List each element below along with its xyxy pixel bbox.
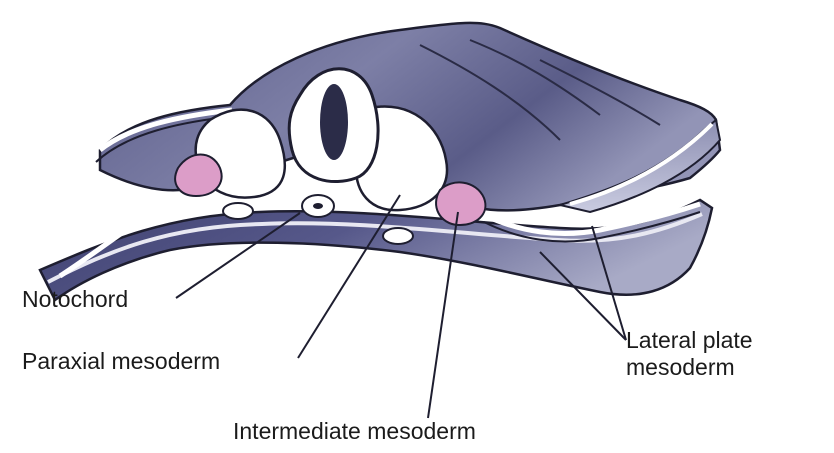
intermediate-mesoderm-right (436, 182, 485, 225)
endoderm-sheet (40, 200, 712, 300)
label-paraxial-mesoderm: Paraxial mesoderm (22, 348, 220, 375)
notochord-core (313, 203, 323, 209)
vessel-left (223, 203, 253, 219)
label-notochord: Notochord (22, 286, 128, 313)
neural-canal (320, 84, 348, 160)
label-intermediate-mesoderm: Intermediate mesoderm (233, 418, 476, 445)
label-lateral-plate-line2: mesoderm (626, 354, 753, 381)
vessel-right (383, 228, 413, 244)
label-lateral-plate-line1: Lateral plate (626, 327, 753, 354)
label-lateral-plate-mesoderm: Lateral plate mesoderm (626, 327, 753, 381)
